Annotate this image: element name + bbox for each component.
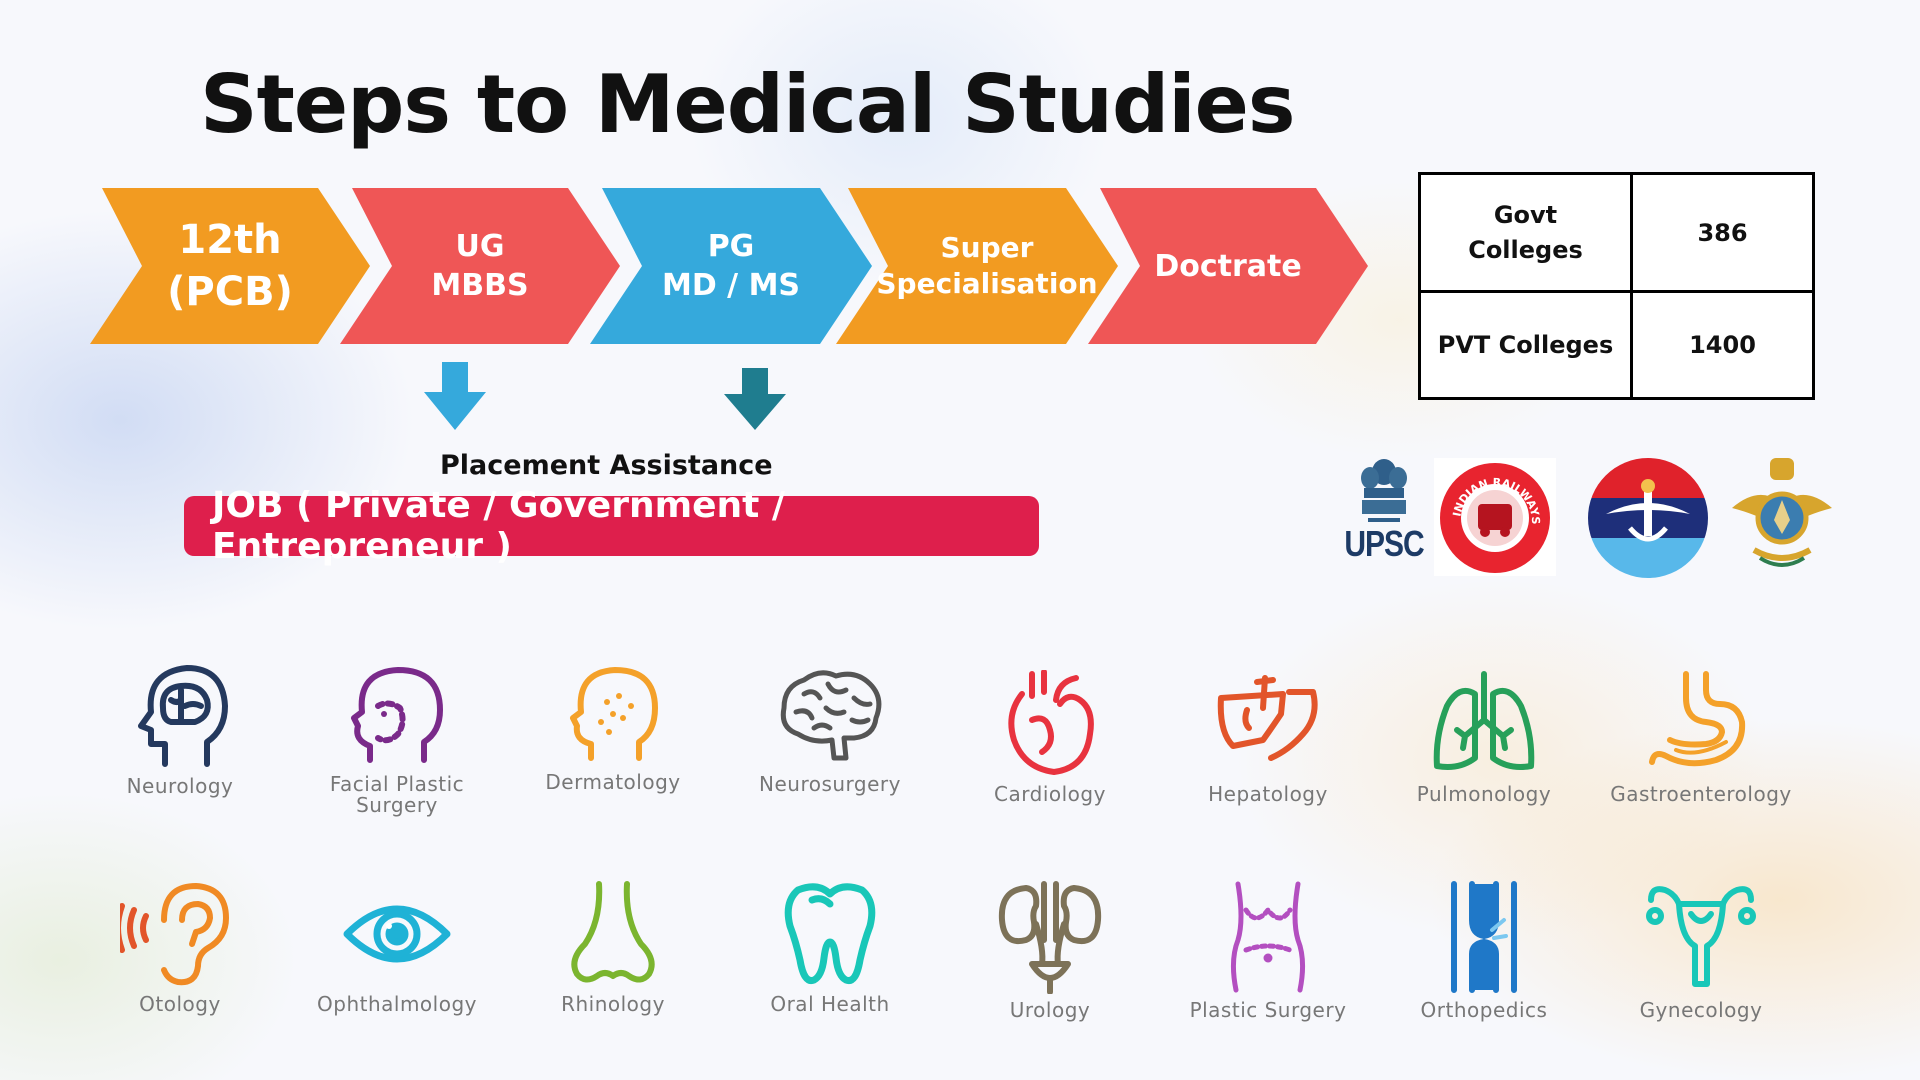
specialty-name: Cardiology [994,782,1106,806]
specialty-name: Otology [139,992,221,1016]
upsc-logo: UPSC [1344,456,1425,572]
specialty-oral-health: Oral Health [730,880,930,1015]
college-type-cell: PVT Colleges [1418,290,1633,400]
face-outline-icon [351,667,443,763]
table-row: PVT Colleges 1400 [1418,290,1815,400]
specialty-plastic-surgery: Plastic Surgery [1168,880,1368,1021]
heart-icon [1008,670,1094,775]
specialty-name: Oral Health [770,992,890,1016]
specialty-name: Urology [1009,998,1091,1022]
specialty-orthopedics: Orthopedics [1384,880,1584,1021]
step-line1: PG [707,229,755,264]
upsc-text: UPSC [1344,524,1424,565]
cell-text: Govt Colleges [1468,200,1583,264]
college-count-cell: 1400 [1630,290,1815,400]
specialty-pulmonology: Pulmonology [1384,670,1584,805]
knee-joint-icon [1451,881,1517,993]
specialty-name: Facial Plastic Surgery [329,772,465,817]
air-force-emblem-icon [1732,458,1832,567]
specialty-name: Plastic Surgery [1189,998,1347,1022]
specialty-cardiology: Cardiology [950,670,1150,805]
chevron-shape [1088,188,1368,344]
table-row: Govt Colleges 386 [1418,172,1815,293]
eye-icon [343,905,451,963]
step-ug-mbbs: UG MBBS [340,188,620,344]
indian-navy-logo [1586,456,1710,580]
specialty-hepatology: Hepatology [1168,670,1368,805]
liver-icon [1217,675,1318,761]
step-line2: MBBS [431,268,529,303]
step-doctrate: Doctrate [1088,188,1368,344]
step-line1: UG [455,229,505,264]
college-type-cell: Govt Colleges [1418,172,1633,293]
skin-face-icon [570,667,658,761]
nose-icon [571,881,655,983]
head-brain-icon [138,665,228,767]
indian-railways-logo: INDIAN RAILWAYS [1434,458,1556,576]
uterus-icon [1646,886,1756,987]
step-line2: MD / MS [661,268,801,303]
down-arrow-icon [424,362,486,430]
colleges-table: Govt Colleges 386 PVT Colleges 1400 [1418,172,1815,400]
college-count-cell: 386 [1630,172,1815,293]
step-line1: Super [940,230,1034,264]
chevron-shape [590,188,872,344]
step-line1: 12th [178,217,282,263]
brain-icon [780,670,882,761]
specialty-dermatology: Dermatology [513,662,713,793]
job-banner: JOB ( Private / Government / Entrepreneu… [184,485,1039,567]
specialty-ophthalmology: Ophthalmology [297,880,497,1015]
navy-emblem-icon [1588,458,1708,578]
tooth-icon [784,883,876,985]
lungs-icon [1433,671,1535,770]
stomach-icon [1649,671,1746,767]
specialty-name: Neurosurgery [759,772,901,796]
step-line2: (PCB) [167,269,293,315]
chevron-shape [340,188,620,344]
specialty-gastroenterology: Gastroenterology [1601,670,1801,805]
specialty-name: Gastroenterology [1610,782,1792,806]
ear-icon [120,883,229,986]
specialty-facial-plastic-surgery: Facial Plastic Surgery [297,662,497,816]
specialty-name: Dermatology [545,770,681,794]
specialty-name: Ophthalmology [317,992,477,1016]
chevron-shape [836,188,1118,344]
specialty-urology: Urology [950,880,1150,1021]
specialty-gynecology: Gynecology [1601,880,1801,1021]
chevron-shape [90,188,370,344]
specialty-name: Neurology [126,774,234,798]
specialty-neurosurgery: Neurosurgery [730,664,930,795]
specialty-name: Hepatology [1208,782,1328,806]
railways-emblem-icon: INDIAN RAILWAYS [1440,463,1550,573]
kidneys-icon [998,881,1102,994]
specialty-name: Orthopedics [1420,998,1548,1022]
indian-air-force-logo [1730,454,1834,576]
specialty-name: Gynecology [1639,998,1763,1022]
specialty-rhinology: Rhinology [513,880,713,1015]
step-super-specialisation: Super Specialisation [836,188,1118,344]
specialty-otology: Otology [80,880,280,1015]
placement-assistance-label: Placement Assistance [440,450,773,481]
page-title: Steps to Medical Studies [200,58,1296,151]
specialty-name: Rhinology [561,992,665,1016]
specialty-neurology: Neurology [80,660,280,797]
emblem-icon [1361,459,1407,522]
specialty-name: Pulmonology [1416,782,1552,806]
step-line1: Doctrate [1154,248,1302,284]
step-12th-pcb: 12th (PCB) [90,188,370,344]
step-pg-md-ms: PG MD / MS [590,188,872,344]
down-arrow-icon [724,368,786,430]
step-line2: Specialisation [876,267,1098,300]
torso-icon [1230,881,1306,993]
